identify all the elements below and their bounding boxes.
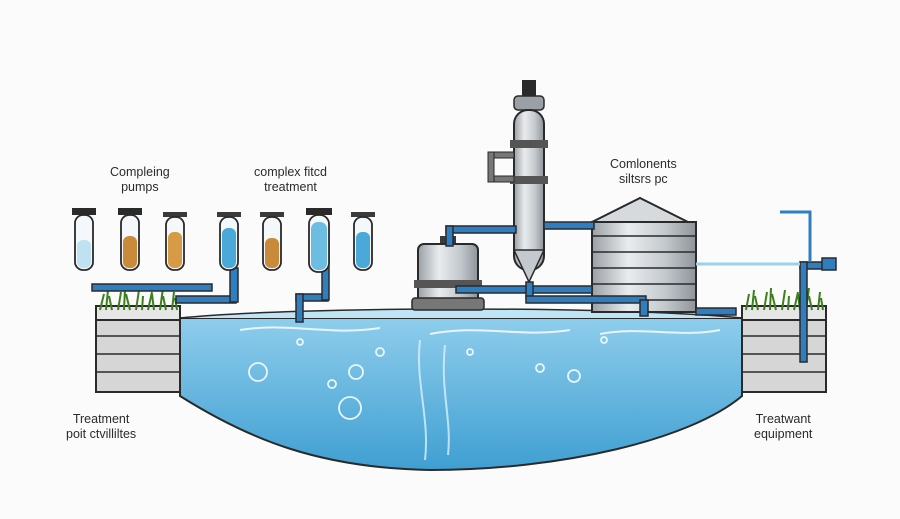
- label-top-center: complex fitcd treatment: [254, 165, 327, 195]
- left-grass-icon: [99, 287, 178, 311]
- label-top-left: Compleing pumps: [110, 165, 170, 195]
- label-top-right-line1: Comlonents: [610, 157, 677, 171]
- right-planter-box: [741, 305, 827, 393]
- label-top-center-line1: complex fitcd: [254, 165, 327, 179]
- label-bottom-left-line1: Treatment: [72, 412, 130, 426]
- filter-tube-7: [351, 212, 375, 271]
- filter-tube-3: [163, 212, 187, 271]
- left-planter-box: [95, 305, 181, 393]
- label-bottom-right: Treatwant equipment: [754, 412, 812, 442]
- storage-tank-icon: [591, 196, 697, 313]
- label-top-center-line2: treatment: [264, 180, 317, 194]
- filter-tube-6: [306, 208, 332, 273]
- filter-tube-1: [72, 208, 96, 271]
- equipment-pipes: [445, 221, 737, 317]
- filter-tube-4: [217, 212, 241, 271]
- label-bottom-left: Treatment poit ctvilliltes: [66, 412, 136, 442]
- cylinder-filter-icon: [487, 80, 548, 284]
- pump-icon: [411, 236, 485, 311]
- label-bottom-left-line2: poit ctvilliltes: [66, 427, 137, 441]
- water-basin: [179, 308, 743, 472]
- filter-tube-2: [118, 208, 142, 271]
- outlet-pipe: [780, 210, 837, 363]
- filter-tube-5: [260, 212, 284, 271]
- label-bottom-right-line1: Treatwant: [755, 412, 811, 426]
- label-bottom-right-line2: equipment: [754, 427, 813, 441]
- label-top-left-line2: pumps: [121, 180, 159, 194]
- label-top-left-line1: Compleing: [110, 165, 170, 179]
- label-top-right: Comlonents siltsrs pc: [610, 157, 677, 187]
- label-top-right-line2: siltsrs pc: [619, 172, 668, 186]
- bubble-icon-group: [248, 336, 608, 420]
